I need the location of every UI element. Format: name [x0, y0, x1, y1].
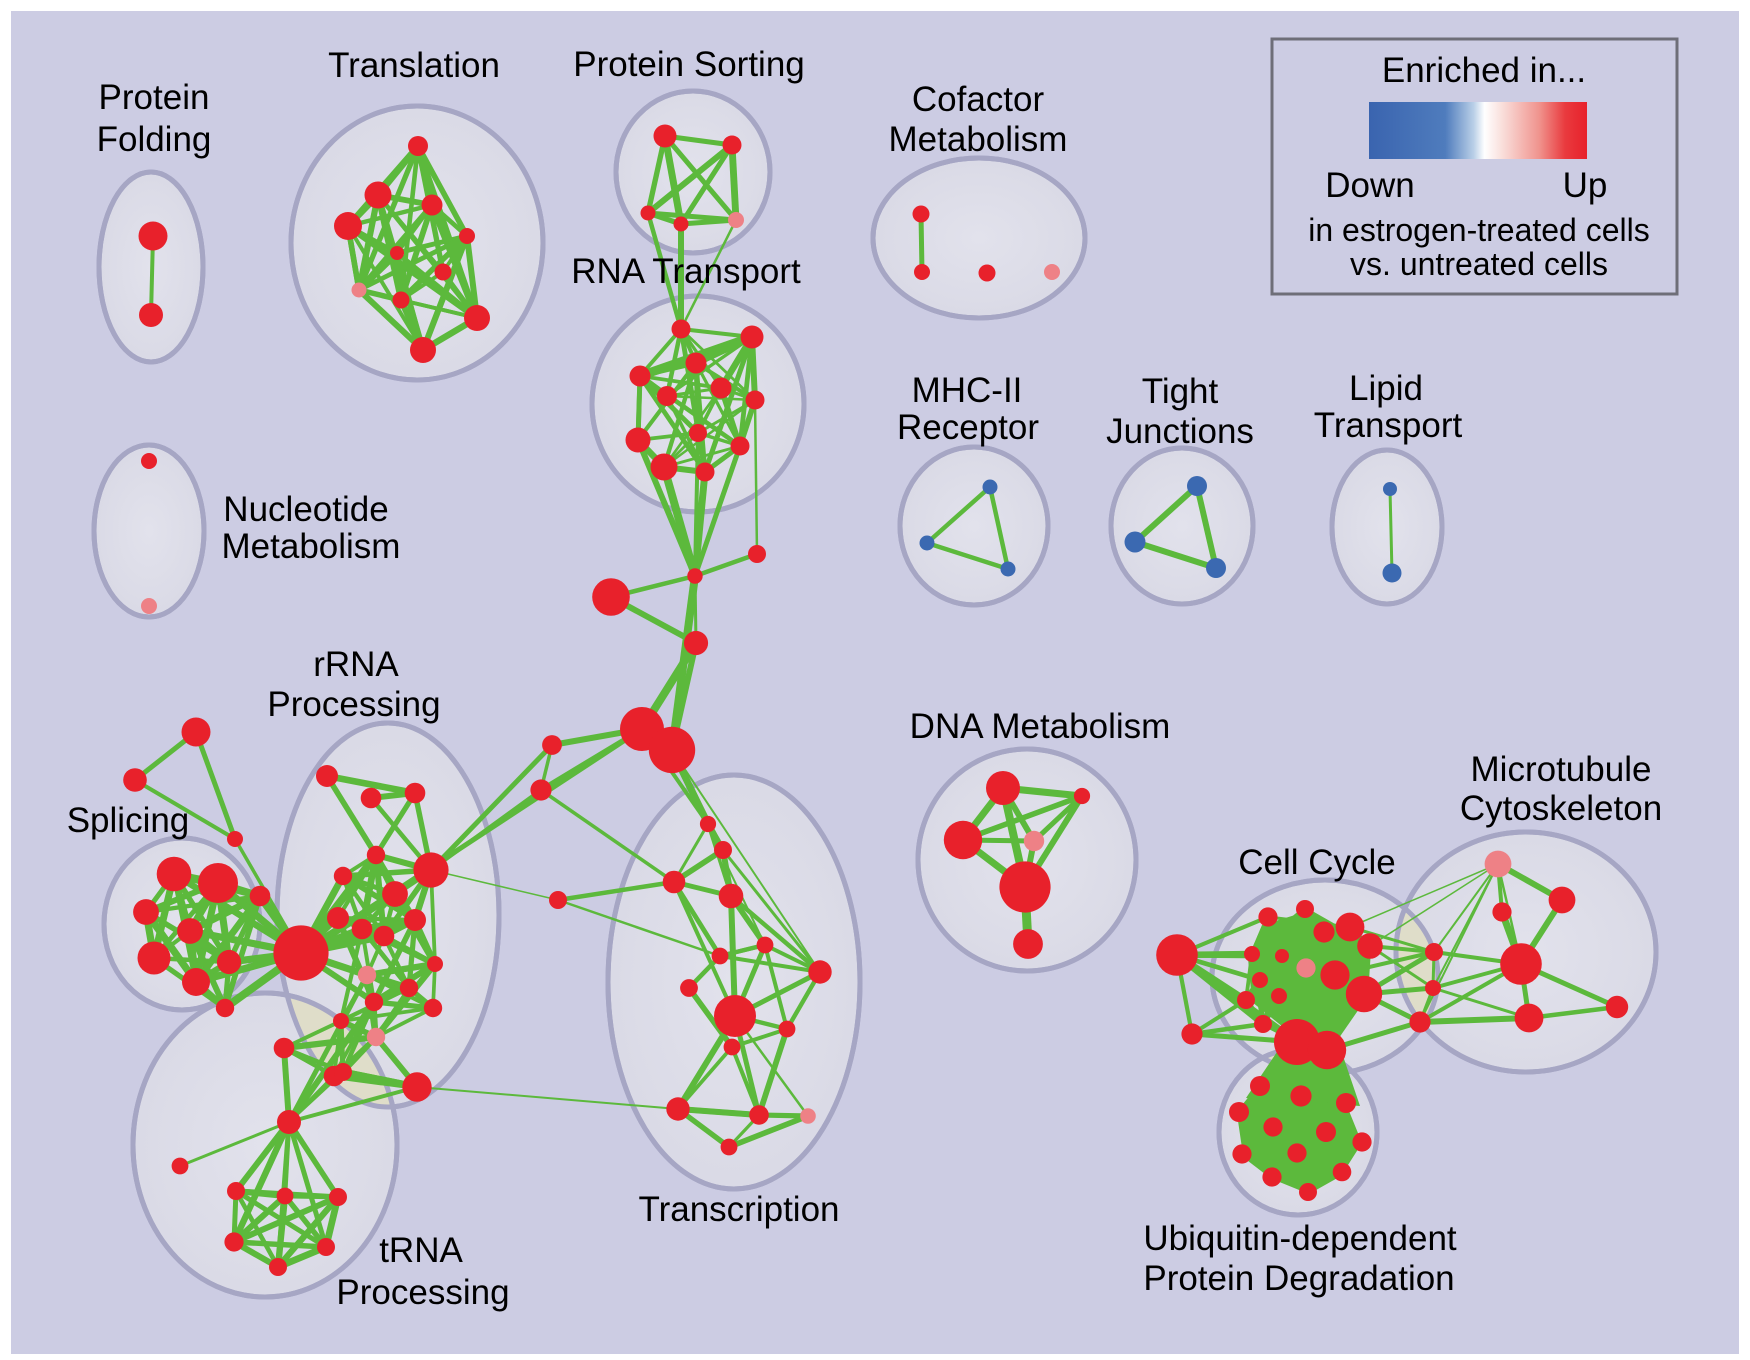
svg-text:tRNA: tRNA	[379, 1231, 463, 1270]
svg-text:in estrogen-treated cells: in estrogen-treated cells	[1308, 212, 1650, 248]
svg-text:rRNA: rRNA	[313, 645, 399, 684]
svg-text:Translation: Translation	[328, 46, 500, 85]
svg-text:Processing: Processing	[267, 685, 440, 724]
svg-text:Protein Degradation: Protein Degradation	[1143, 1259, 1454, 1298]
svg-text:Microtubule: Microtubule	[1471, 750, 1652, 789]
svg-text:Ubiquitin-dependent: Ubiquitin-dependent	[1143, 1219, 1457, 1258]
svg-text:Junctions: Junctions	[1106, 412, 1254, 451]
svg-text:Protein Sorting: Protein Sorting	[573, 45, 805, 84]
svg-text:Metabolism: Metabolism	[889, 120, 1068, 159]
svg-text:Protein: Protein	[99, 78, 210, 117]
svg-text:Cell Cycle: Cell Cycle	[1238, 843, 1396, 882]
svg-text:Transport: Transport	[1314, 406, 1463, 445]
svg-text:Metabolism: Metabolism	[222, 527, 401, 566]
svg-text:Cytoskeleton: Cytoskeleton	[1460, 789, 1662, 828]
svg-text:Receptor: Receptor	[897, 408, 1039, 447]
svg-text:Enriched in...: Enriched in...	[1382, 51, 1586, 90]
svg-text:Tight: Tight	[1142, 372, 1219, 411]
svg-text:Nucleotide: Nucleotide	[223, 490, 388, 529]
svg-text:vs. untreated cells: vs. untreated cells	[1350, 246, 1608, 282]
svg-text:Processing: Processing	[336, 1273, 509, 1312]
svg-text:Lipid: Lipid	[1349, 369, 1423, 408]
svg-text:DNA Metabolism: DNA Metabolism	[910, 707, 1171, 746]
svg-text:Up: Up	[1563, 166, 1608, 205]
svg-text:Cofactor: Cofactor	[912, 80, 1045, 119]
svg-text:Transcription: Transcription	[639, 1190, 840, 1229]
svg-text:Folding: Folding	[97, 120, 212, 159]
svg-text:RNA Transport: RNA Transport	[571, 252, 801, 291]
svg-text:Down: Down	[1325, 166, 1414, 205]
svg-text:MHC-II: MHC-II	[912, 371, 1023, 410]
svg-text:Splicing: Splicing	[67, 801, 190, 840]
